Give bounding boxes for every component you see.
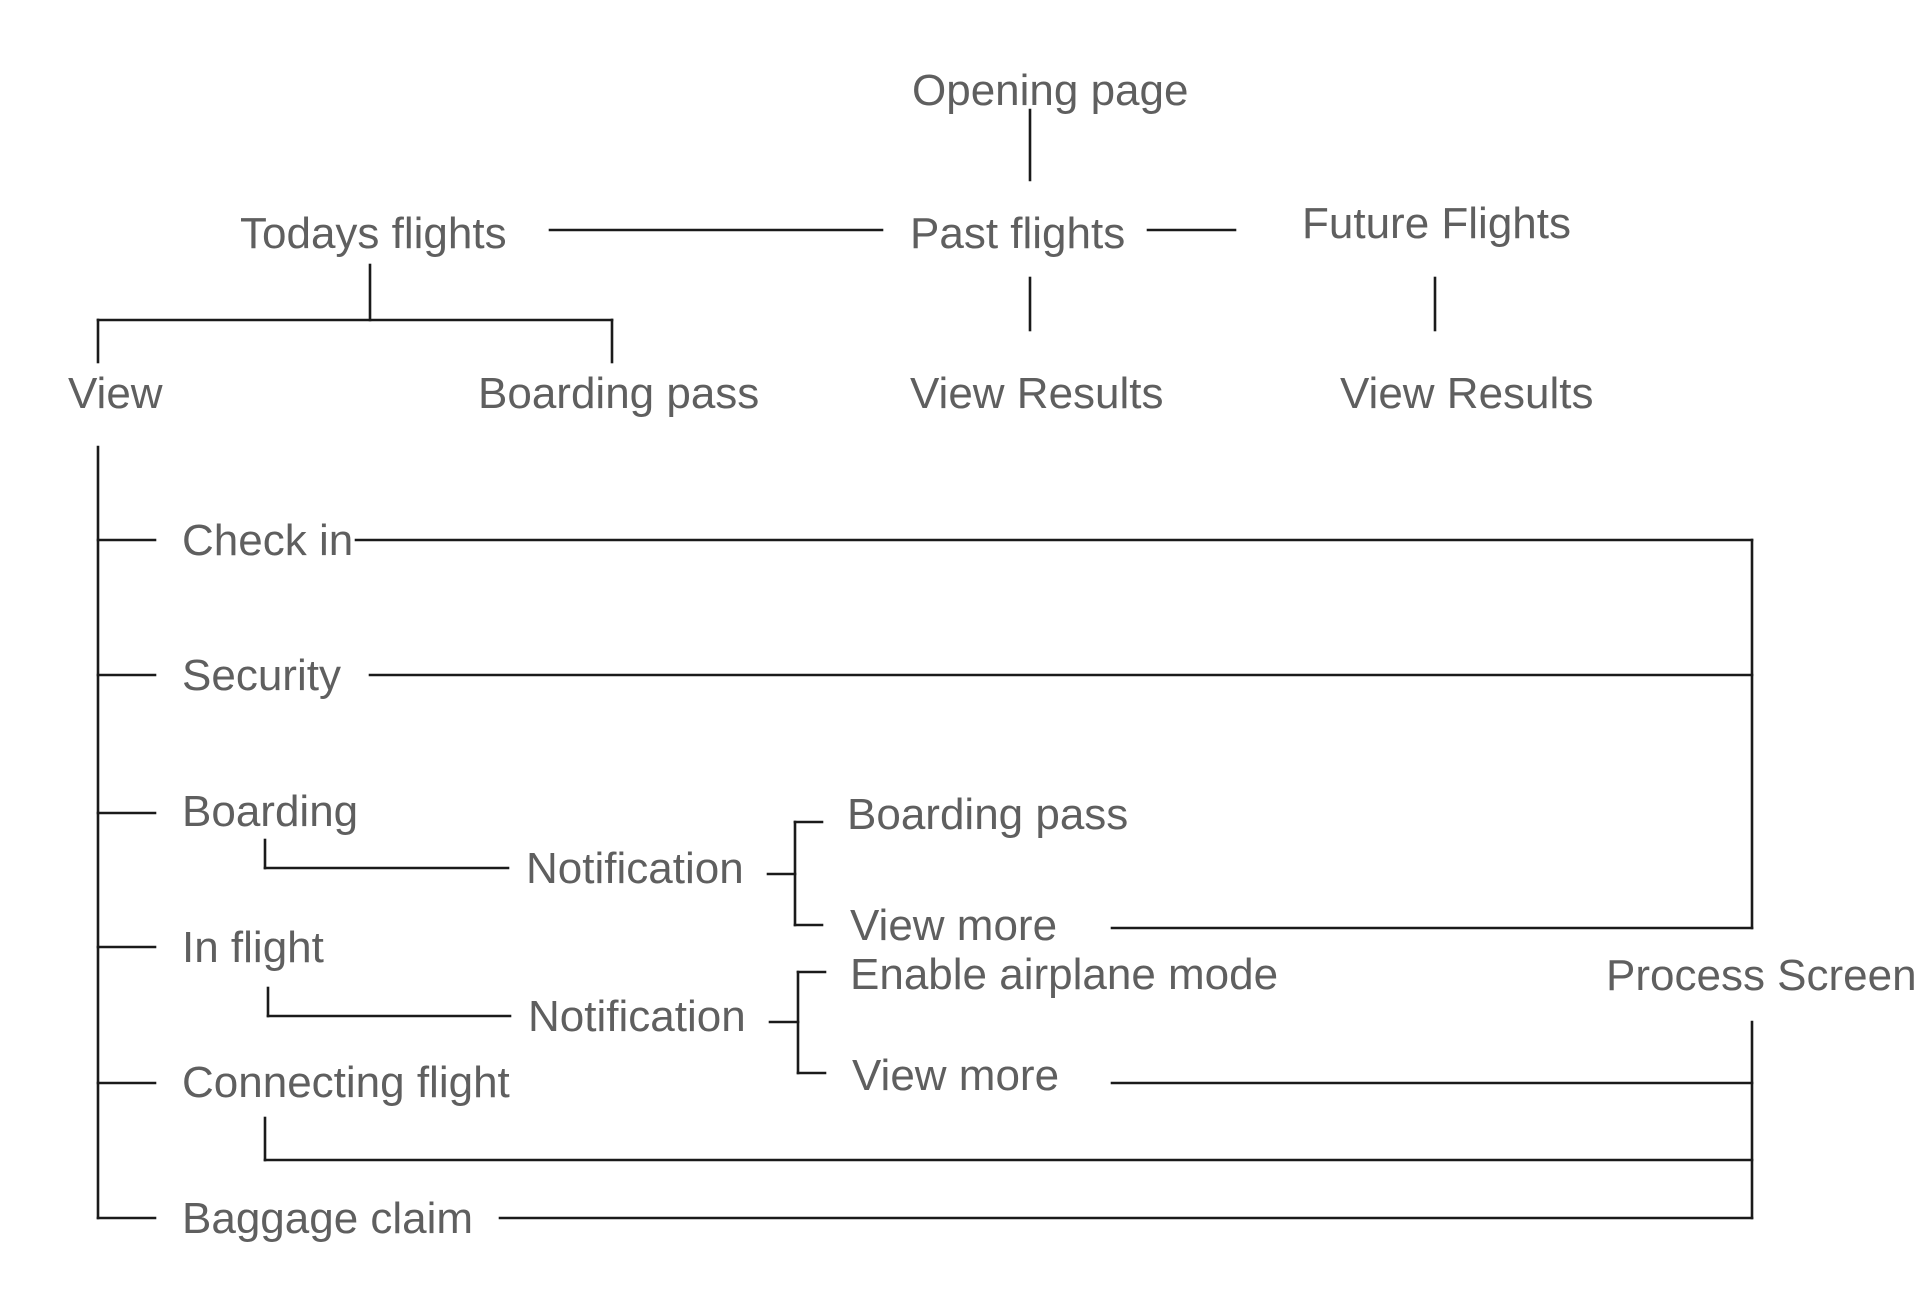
node-boarding-notification: Notification <box>526 844 744 893</box>
node-connecting-flight: Connecting flight <box>182 1058 510 1107</box>
node-future-flights: Future Flights <box>1302 199 1571 248</box>
node-enable-airplane-mode: Enable airplane mode <box>850 950 1278 999</box>
node-process-screen: Process Screen <box>1606 951 1917 1000</box>
node-opening-page: Opening page <box>912 66 1188 115</box>
node-in-flight-view-more: View more <box>852 1051 1059 1100</box>
node-security: Security <box>182 651 341 700</box>
node-boarding: Boarding <box>182 787 358 836</box>
node-boarding-pass: Boarding pass <box>478 369 759 418</box>
node-past-view-results: View Results <box>910 369 1164 418</box>
node-in-flight-notification: Notification <box>528 992 746 1041</box>
node-past-flights: Past flights <box>910 209 1125 258</box>
connector-lines <box>96 108 1754 1220</box>
node-check-in: Check in <box>182 516 353 565</box>
node-in-flight: In flight <box>182 923 324 972</box>
node-notification-boarding-pass: Boarding pass <box>847 790 1128 839</box>
node-todays-flights: Todays flights <box>240 209 507 258</box>
node-baggage-claim: Baggage claim <box>182 1194 473 1243</box>
node-view: View <box>68 369 163 418</box>
node-boarding-view-more: View more <box>850 901 1057 950</box>
node-labels: Opening page Todays flights Past flights… <box>68 66 1917 1243</box>
node-future-view-results: View Results <box>1340 369 1594 418</box>
